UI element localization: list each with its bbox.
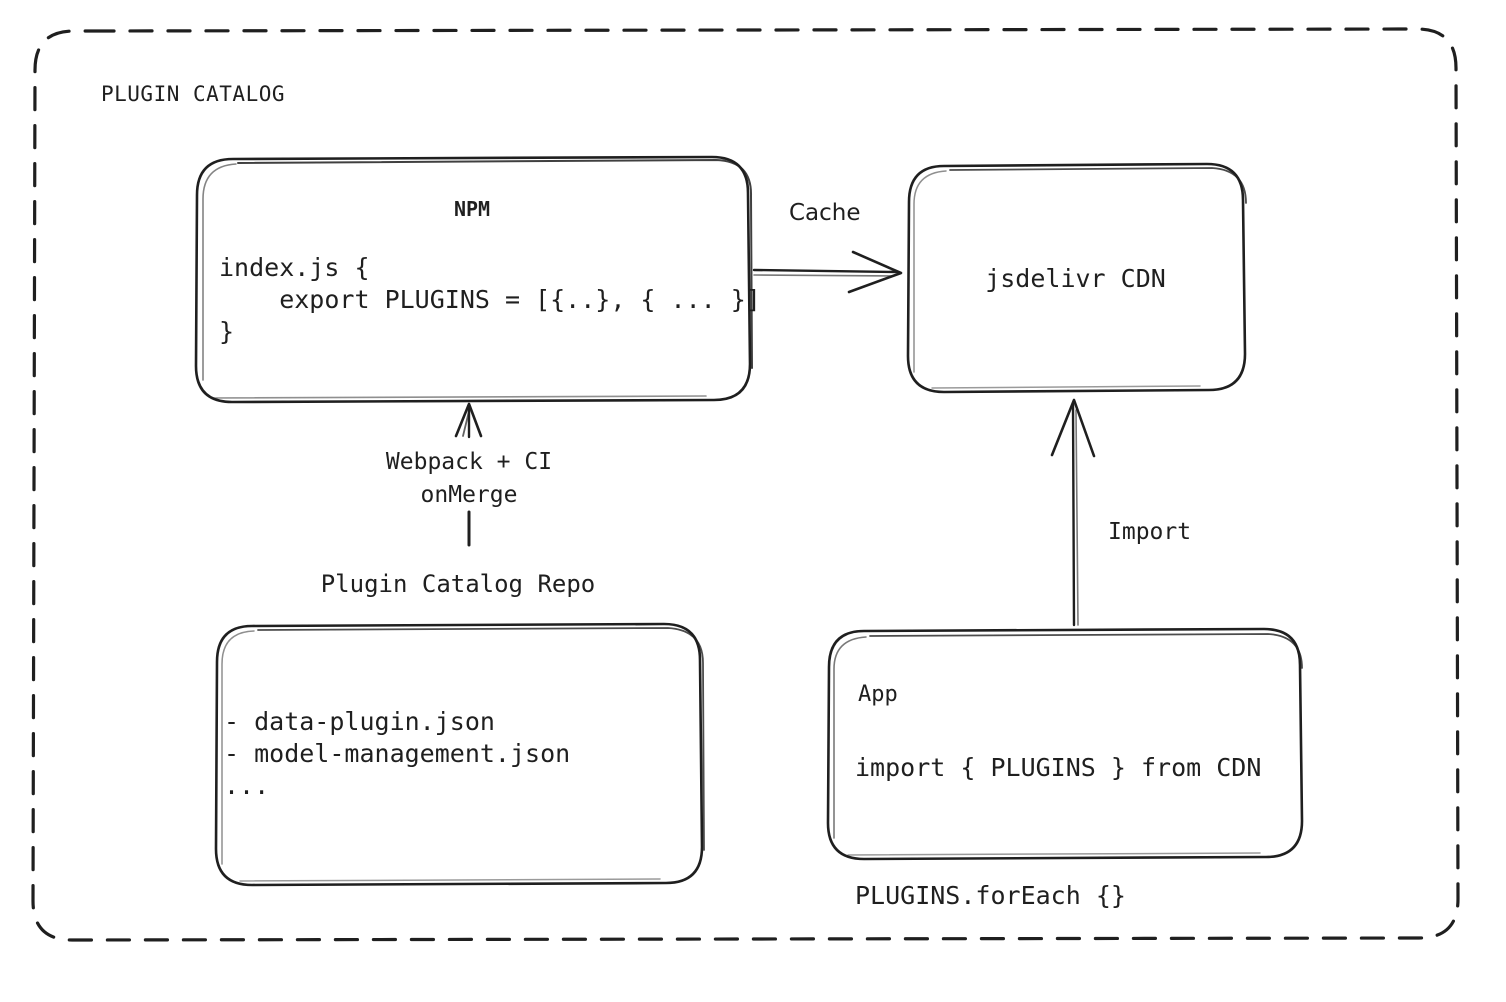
cdn-node-title: jsdelivr CDN xyxy=(985,264,1166,293)
npm-box-outline-sketch-2 xyxy=(202,163,237,381)
app-node-code: import { PLUGINS } from CDN PLUGINS.forE… xyxy=(855,753,1262,910)
container-title: PLUGIN CATALOG xyxy=(101,82,286,106)
repo-box-outline-sketch xyxy=(257,627,705,851)
npm-node-code: index.js { export PLUGINS = [{..}, { ...… xyxy=(219,253,761,346)
edge-npm-to-cdn-line xyxy=(752,268,900,274)
cdn-box-outline-sketch xyxy=(949,167,1247,204)
cdn-box-outline-sketch-2 xyxy=(913,170,947,373)
npm-node-title: NPM xyxy=(453,197,491,221)
edge-npm-to-cdn-arrowhead xyxy=(847,250,903,294)
edge-repo-to-npm-arrowhead-sketch xyxy=(462,406,471,437)
npm-box-bottom-sketch xyxy=(213,395,707,399)
repo-node-caption: Plugin Catalog Repo xyxy=(320,570,596,598)
npm-box-outline xyxy=(194,155,752,404)
repo-box-bottom-sketch xyxy=(239,878,661,882)
app-box-outline-sketch xyxy=(869,633,1303,669)
edge-app-to-cdn-arrowhead xyxy=(1050,398,1096,458)
edge-label-import: Import xyxy=(1108,519,1192,545)
cdn-box-bottom-sketch xyxy=(931,385,1201,389)
edge-app-to-cdn-line-sketch xyxy=(1075,409,1079,626)
container-dashed-border xyxy=(31,27,1460,942)
edge-npm-to-cdn-line-sketch xyxy=(753,274,894,277)
edge-app-to-cdn-line xyxy=(1071,402,1076,627)
repo-node-file-list: - data-plugin.json - model-management.js… xyxy=(224,707,571,800)
edge-label-webpack-ci-onmerge: Webpack + CI onMerge xyxy=(385,449,553,508)
edge-label-cache: Cache xyxy=(789,200,861,226)
edge-repo-to-npm-arrowhead xyxy=(454,402,483,438)
app-node-title: App xyxy=(858,682,898,707)
app-box-bottom-sketch xyxy=(847,852,1261,856)
npm-box-outline-sketch xyxy=(237,159,753,369)
repo-box-outline-sketch-2 xyxy=(221,630,255,865)
app-box-outline-sketch-2 xyxy=(833,636,867,839)
